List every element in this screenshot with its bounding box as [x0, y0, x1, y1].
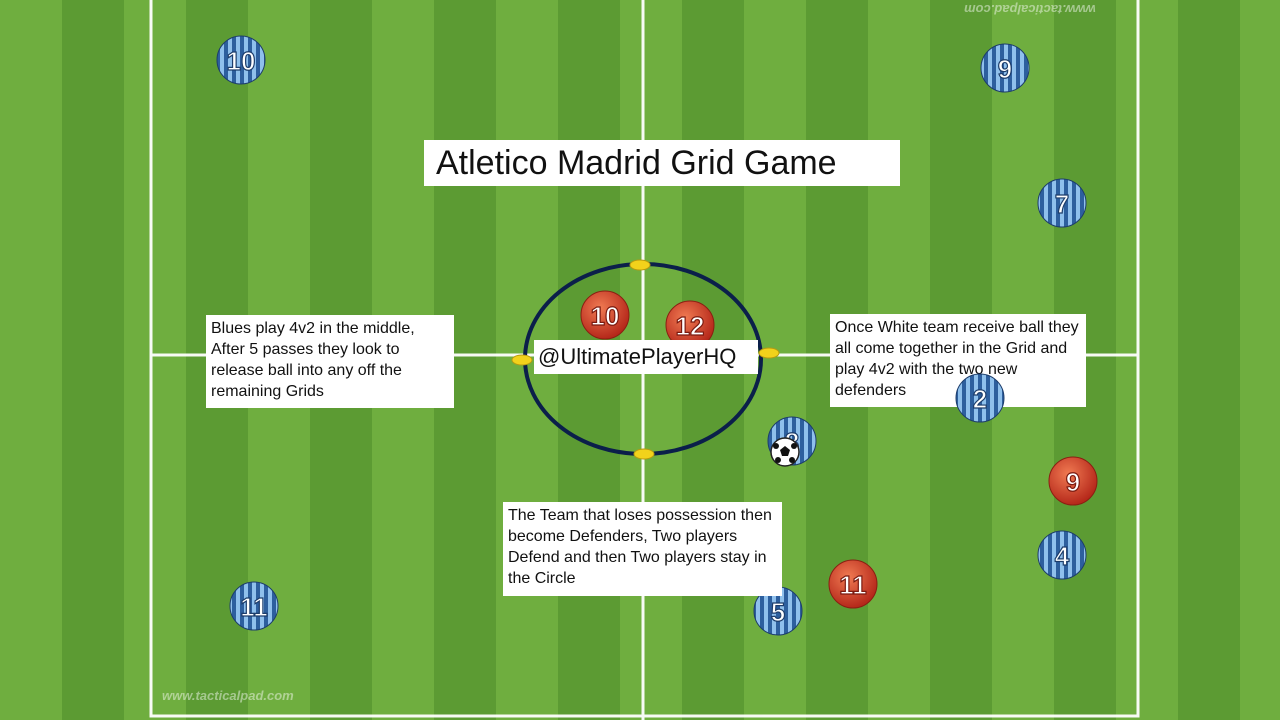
player-number: 9	[998, 54, 1012, 84]
player-number: 11	[240, 592, 268, 622]
player-number: 2	[973, 384, 987, 414]
note-left: Blues play 4v2 in the middle, After 5 pa…	[206, 315, 454, 408]
player-number: 11	[839, 570, 867, 600]
blue-player-2: 2	[955, 373, 1005, 423]
red-player-11: 11	[828, 559, 878, 609]
blue-player-4: 4	[1037, 530, 1087, 580]
soccer-ball-icon	[770, 437, 800, 467]
note-right: Once White team receive ball they all co…	[830, 314, 1086, 407]
player-number: 4	[1055, 541, 1070, 571]
blue-player-10: 10	[216, 35, 266, 85]
player-number: 10	[591, 301, 620, 331]
player-number: 10	[227, 46, 256, 76]
blue-player-5: 5	[753, 586, 803, 636]
cone-left	[511, 354, 533, 366]
diagram-title: Atletico Madrid Grid Game	[424, 140, 900, 186]
player-number: 9	[1066, 467, 1080, 497]
blue-player-9: 9	[980, 43, 1030, 93]
social-handle: @UltimatePlayerHQ	[534, 340, 758, 374]
watermark-bottom: www.tacticalpad.com	[162, 688, 294, 703]
cone-right	[758, 347, 780, 359]
cone-top	[629, 259, 651, 271]
watermark-top: www.tacticalpad.com	[964, 2, 1096, 17]
cone-bottom	[633, 448, 655, 460]
note-bottom: The Team that loses possession then beco…	[503, 502, 782, 596]
player-number: 5	[771, 597, 785, 627]
red-player-9: 9	[1048, 456, 1098, 506]
blue-player-7: 7	[1037, 178, 1087, 228]
blue-player-11: 11	[229, 581, 279, 631]
red-player-10: 10	[580, 290, 630, 340]
player-number: 7	[1055, 189, 1069, 219]
player-number: 12	[676, 311, 705, 341]
cones	[511, 259, 780, 460]
red-player-12: 12	[665, 300, 715, 350]
